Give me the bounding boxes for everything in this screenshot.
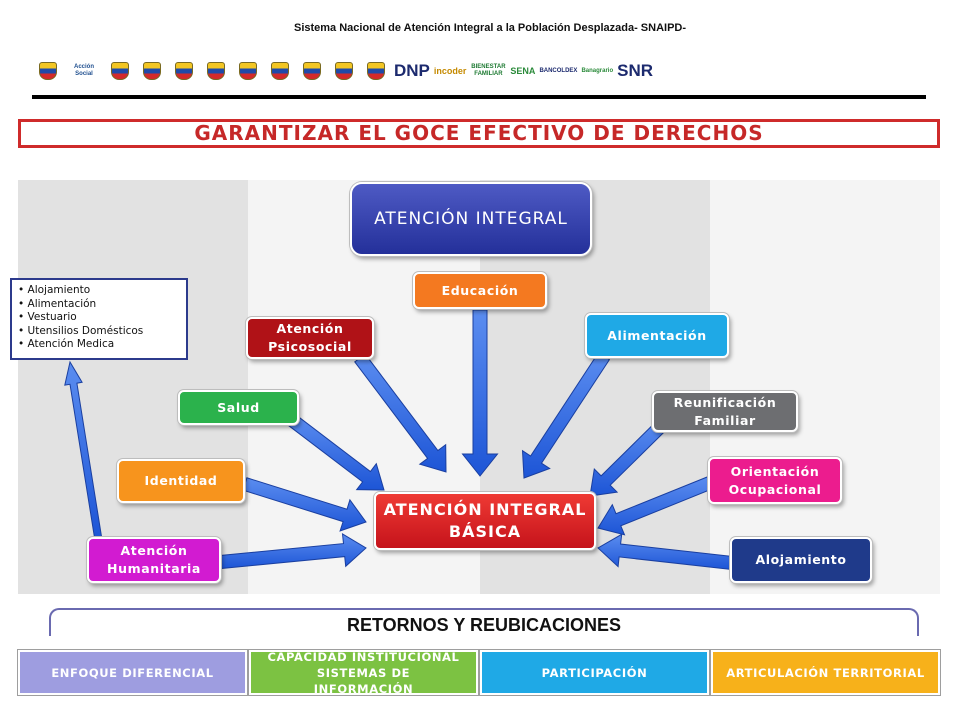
- arrow-salud: [287, 414, 385, 491]
- arrow-orientacion: [597, 475, 716, 536]
- colombia-crest-icon: [367, 62, 385, 80]
- colombia-crest-icon: [207, 62, 225, 80]
- institution-logo: DNP: [394, 61, 430, 81]
- colombia-crest-icon: [266, 62, 294, 80]
- header-divider: [32, 95, 926, 99]
- arrow-reunificacion: [589, 419, 668, 497]
- background-stripe-1: [18, 180, 248, 594]
- arrow-educacion: [461, 309, 499, 477]
- colombia-crest-icon: [111, 62, 129, 80]
- header-title: Sistema Nacional de Atención Integral a …: [293, 22, 687, 34]
- bar-capacidad-institucional: CAPACIDAD INSTITUCIONAL SISTEMAS DE INFO…: [249, 650, 478, 696]
- top-node-label: ATENCIÓN INTEGRAL: [374, 209, 568, 229]
- node-atencion-psicosocial: Atención Psicosocial: [246, 317, 374, 359]
- colombia-crest-icon: [106, 62, 134, 80]
- institution-logo: Acción Social: [66, 64, 102, 78]
- institution-logo-text: SNR: [617, 61, 654, 80]
- node-atencion-humanitaria: Atención Humanitaria: [87, 537, 221, 583]
- node-atencion-psicosocial-label: Atención Psicosocial: [268, 321, 352, 354]
- arrow-humanitaria: [219, 532, 367, 570]
- node-alimentacion: Alimentación: [585, 313, 729, 358]
- colombia-crest-icon: [335, 62, 353, 80]
- colombia-crest-icon: [330, 62, 358, 80]
- bar-enfoque-diferencial: ENFOQUE DIFERENCIAL: [18, 650, 247, 695]
- colombia-crest-icon: [202, 62, 230, 80]
- main-title: GARANTIZAR EL GOCE EFECTIVO DE DERECHOS: [18, 119, 940, 148]
- bar-articulacion-territorial: ARTICULACIÓN TERRITORIAL: [711, 650, 940, 695]
- node-reunificacion-familiar: Reunificación Familiar: [652, 391, 798, 432]
- node-educacion-label: Educación: [441, 282, 519, 298]
- institution-logo-text: DNP: [394, 61, 430, 80]
- retornos-reubicaciones-banner: RETORNOS Y REUBICACIONES: [49, 608, 919, 636]
- institution-logo: SENA: [510, 66, 535, 76]
- node-salud-label: Salud: [217, 399, 260, 415]
- node-orientacion-ocupacional-label: Orientación Ocupacional: [728, 463, 822, 497]
- institution-logo: Banagrario: [581, 68, 613, 74]
- institution-logo-text: BIENESTAR FAMILIAR: [471, 64, 506, 77]
- institution-logo: BANCOLDEX: [539, 68, 577, 74]
- colombia-crest-icon: [303, 62, 321, 80]
- institution-logo: SNR: [617, 61, 653, 81]
- node-alojamiento-label: Alojamiento: [755, 552, 847, 567]
- node-reunificacion-familiar-label: Reunificación Familiar: [673, 394, 777, 428]
- arrow-identidad: [242, 477, 367, 532]
- node-orientacion-ocupacional: Orientación Ocupacional: [708, 457, 842, 504]
- institution-logo-text: Banagrario: [581, 68, 614, 74]
- arrow-psicosocial: [354, 353, 447, 473]
- center-node-label: ATENCIÓN INTEGRAL BÁSICA: [383, 500, 587, 541]
- arrow-to-list: [64, 360, 103, 539]
- list-item: Alojamiento: [18, 284, 180, 298]
- colombia-crest-icon: [34, 62, 62, 80]
- arrow-alojamiento: [597, 533, 734, 571]
- background-stripe-4: [710, 180, 940, 594]
- colombia-crest-icon: [143, 62, 161, 80]
- colombia-crest-icon: [175, 62, 193, 80]
- institution-logo-strip: Acción Social DNP incoder BIENESTAR FAMILIA…: [34, 48, 674, 94]
- colombia-crest-icon: [170, 62, 198, 80]
- colombia-crest-icon: [239, 62, 257, 80]
- node-alojamiento: Alojamiento: [730, 537, 872, 583]
- list-item: Utensilios Domésticos: [18, 325, 180, 339]
- institution-logo-text: incoder: [433, 66, 467, 76]
- node-alimentacion-label: Alimentación: [607, 327, 707, 343]
- arrow-alimentacion: [521, 351, 611, 479]
- institution-logo-text: Acción Social: [73, 64, 94, 77]
- colombia-crest-icon: [362, 62, 390, 80]
- node-identidad: Identidad: [117, 459, 245, 503]
- colombia-crest-icon: [138, 62, 166, 80]
- node-salud: Salud: [178, 390, 299, 425]
- institution-logo-text: BANCOLDEX: [539, 68, 578, 74]
- node-identidad-label: Identidad: [144, 473, 218, 488]
- humanitarian-assistance-list: Alojamiento Alimentación Vestuario Utens…: [10, 278, 188, 360]
- list-item: Alimentación: [18, 298, 180, 312]
- list-item: Vestuario: [18, 311, 180, 325]
- bar-participacion: PARTICIPACIÓN: [480, 650, 709, 695]
- colombia-crest-icon: [298, 62, 326, 80]
- colombia-crest-icon: [234, 62, 262, 80]
- center-node-atencion-integral-basica: ATENCIÓN INTEGRAL BÁSICA: [374, 492, 596, 550]
- colombia-crest-icon: [39, 62, 57, 80]
- colombia-crest-icon: [271, 62, 289, 80]
- institution-logo: BIENESTAR FAMILIAR: [470, 64, 506, 78]
- node-atencion-humanitaria-label: Atención Humanitaria: [107, 543, 201, 576]
- institution-logo: incoder: [434, 66, 467, 76]
- node-educacion: Educación: [413, 272, 547, 309]
- list-item: Atención Medica: [18, 338, 180, 352]
- top-node-atencion-integral: ATENCIÓN INTEGRAL: [350, 182, 592, 256]
- institution-logo-text: SENA: [510, 66, 536, 76]
